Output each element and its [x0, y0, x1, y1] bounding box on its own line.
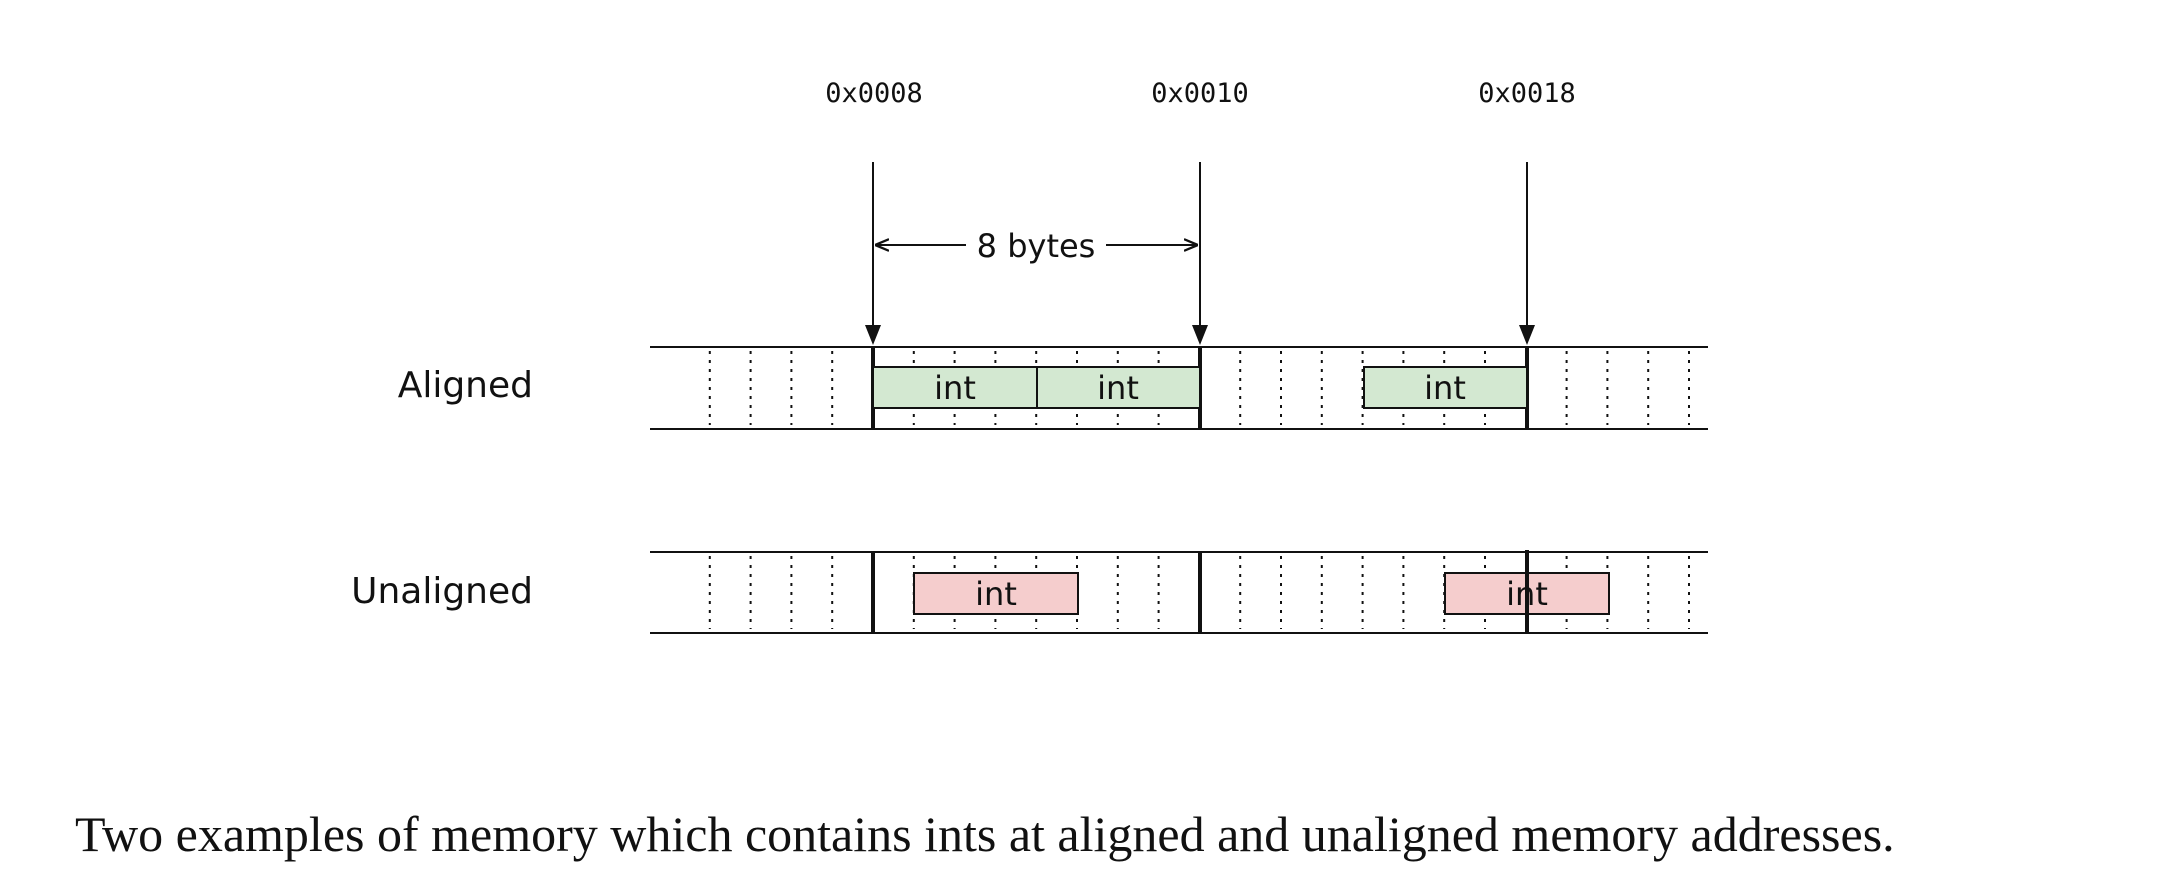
span-label: 8 bytes: [977, 227, 1096, 265]
unaligned-int-blocks: int int: [913, 572, 1610, 615]
address-label-0x0008: 0x0008: [825, 78, 923, 109]
arrowhead-0x0008: [865, 325, 881, 345]
address-label-0x0010: 0x0010: [1151, 78, 1249, 109]
int-block-label: int: [1424, 369, 1466, 407]
int-block-aligned-1: [872, 366, 1038, 409]
aligned-int-blocks: int int int: [872, 366, 1528, 409]
int-block-aligned-2: [1036, 366, 1201, 409]
row-label-unaligned: Unaligned: [351, 571, 533, 612]
int-block-label: int: [975, 575, 1017, 613]
row-label-aligned: Aligned: [398, 365, 533, 406]
int-block-aligned-3: [1363, 366, 1528, 409]
int-block-label: int: [934, 369, 976, 407]
arrowhead-0x0018: [1519, 325, 1535, 345]
int-block-unaligned-1: [913, 572, 1079, 615]
arrowhead-0x0010: [1192, 325, 1208, 345]
int-block-label: int: [1097, 369, 1139, 407]
address-label-0x0018: 0x0018: [1478, 78, 1576, 109]
address-arrows: [865, 162, 1535, 345]
figure-caption: Two examples of memory which contains in…: [75, 806, 1895, 862]
